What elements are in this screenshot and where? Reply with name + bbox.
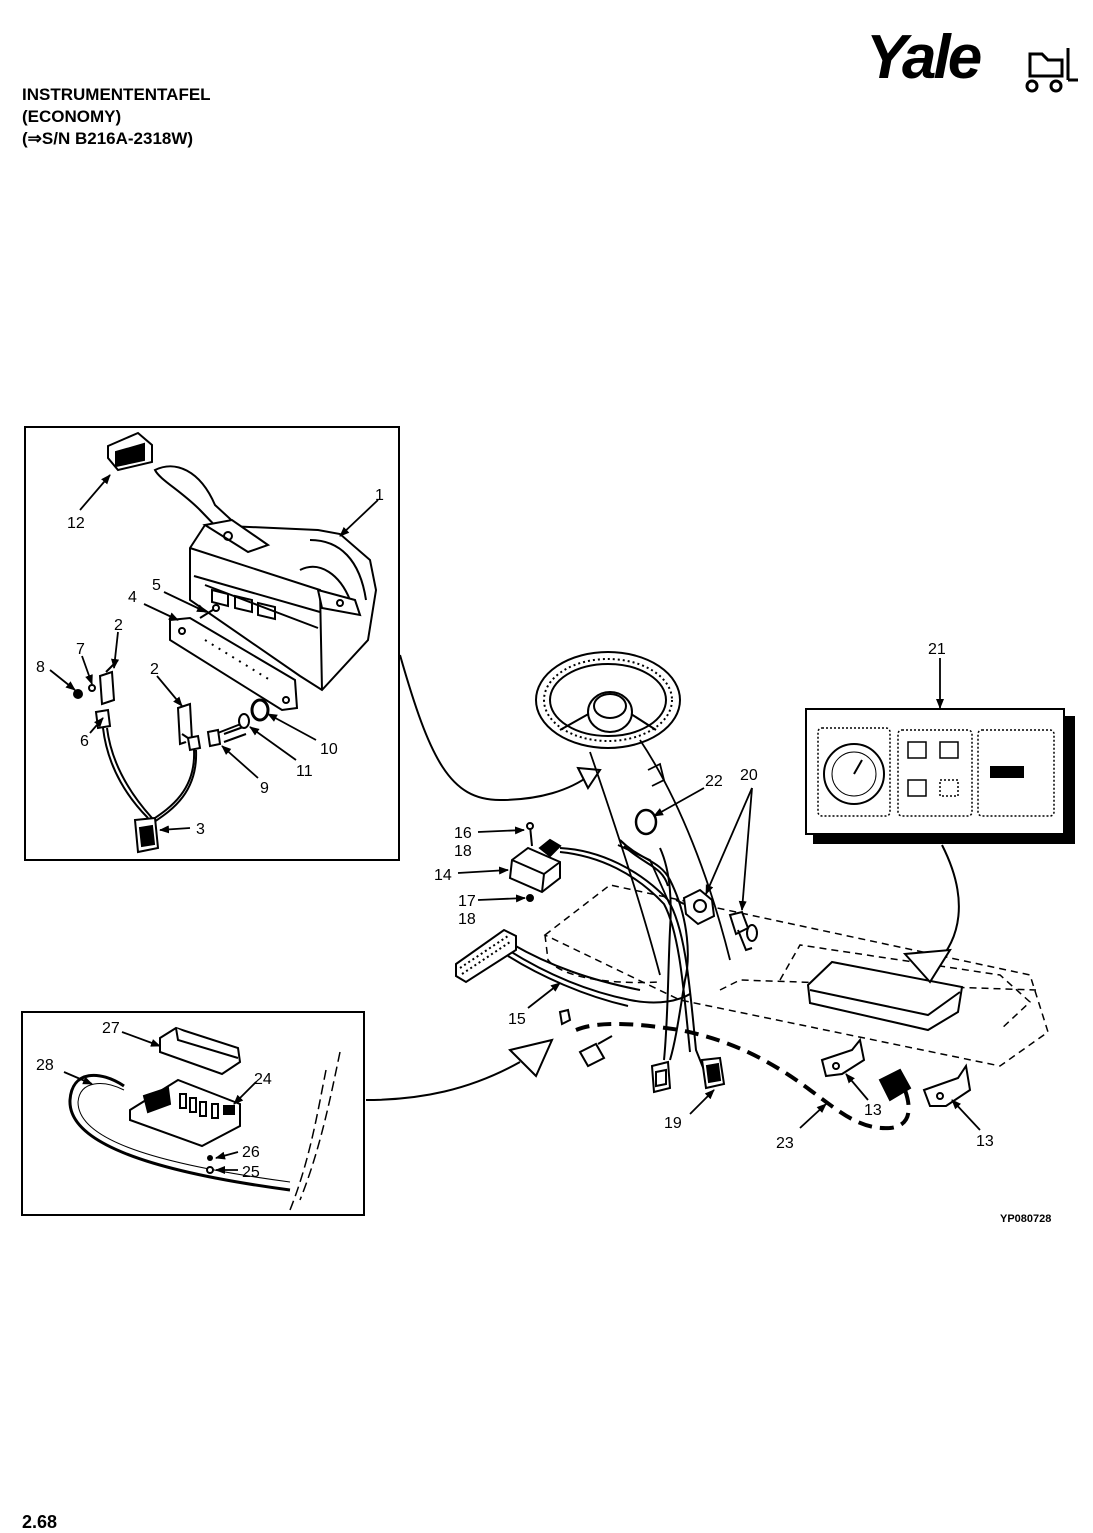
washer-26	[207, 1155, 213, 1161]
controller-cable	[68, 1073, 291, 1192]
leader-lines-main	[63, 658, 981, 1174]
yale-logo-text: Yale	[866, 23, 982, 92]
callout-arrowhead-lower-inset	[508, 1038, 554, 1078]
callout-12: 12	[67, 515, 85, 532]
display-module	[806, 960, 964, 1032]
callout-22: 22	[705, 773, 723, 790]
harness-connector-block-15	[455, 928, 517, 984]
main-wiring-harness	[507, 839, 707, 1076]
callout-13-left: 13	[864, 1102, 882, 1119]
callout-23: 23	[776, 1135, 794, 1152]
cover-switch	[107, 431, 153, 472]
screw-25	[206, 1166, 214, 1174]
wire-bundle-dashed	[289, 1051, 341, 1211]
callout-10: 10	[320, 741, 338, 758]
callout-24: 24	[254, 1071, 272, 1088]
callout-9: 9	[260, 780, 269, 797]
detail-inset-box-control-valve	[24, 426, 400, 861]
callout-arrow-upper-inset	[399, 654, 591, 802]
callout-18-bottom: 18	[458, 911, 476, 928]
bracket-13-right	[922, 1063, 972, 1107]
callout-19: 19	[664, 1115, 682, 1132]
nut-8	[73, 689, 83, 699]
microswitch-left	[98, 659, 119, 706]
figure-code: YP080728	[1000, 1213, 1052, 1225]
connector-19-left	[650, 1060, 672, 1094]
callout-20: 20	[740, 767, 758, 784]
page-number: 2.68	[22, 1512, 58, 1532]
cowl-outline-dashed	[543, 884, 1049, 1067]
mounting-plate	[169, 616, 299, 712]
callout-27: 27	[102, 1020, 120, 1037]
detail-inset-box-controller	[21, 1011, 365, 1216]
callout-arrow-instrument-panel	[934, 844, 960, 966]
control-lever-assembly	[153, 465, 378, 692]
callout-15: 15	[508, 1011, 526, 1028]
grommet-22	[634, 808, 658, 836]
callout-17: 17	[458, 893, 476, 910]
washer-11	[238, 713, 250, 729]
instrument-panel-inset	[805, 708, 1075, 844]
callout-26: 26	[242, 1144, 260, 1161]
controller-board	[129, 1026, 242, 1148]
callout-11: 11	[296, 763, 313, 780]
callout-6: 6	[80, 733, 89, 750]
callout-7: 7	[76, 641, 85, 658]
yale-logo: Yale	[866, 22, 1078, 102]
callout-2-right: 2	[150, 661, 159, 678]
title-line-1: INSTRUMENTENTAFEL	[22, 85, 211, 104]
small-connector-pair	[558, 1008, 613, 1068]
washer-10	[250, 698, 270, 722]
callout-5: 5	[152, 577, 161, 594]
key-icon	[728, 910, 758, 952]
callout-arrowhead-upper-inset	[576, 766, 602, 790]
leader-lines-upper-inset	[49, 474, 379, 834]
callout-18-top: 18	[454, 843, 472, 860]
callout-25: 25	[242, 1164, 260, 1181]
dashed-harness-23	[575, 1021, 911, 1131]
title-line-2: (ECONOMY)	[22, 107, 122, 126]
controller-cable-inner	[77, 1083, 291, 1183]
callout-3: 3	[196, 821, 205, 838]
callout-4: 4	[128, 589, 137, 606]
callout-13-right: 13	[976, 1133, 994, 1150]
bracket-13-left	[820, 1037, 866, 1078]
title-line-3: (⇒S/N B216A-2318W)	[22, 129, 194, 148]
callout-arrowhead-instrument-panel	[902, 948, 952, 984]
callout-16: 16	[454, 825, 472, 842]
callout-2-top: 2	[114, 617, 123, 634]
callout-1: 1	[375, 487, 384, 504]
callout-28: 28	[36, 1057, 54, 1074]
washer-7	[88, 684, 96, 692]
ignition-switch	[675, 888, 716, 926]
flasher-module	[508, 822, 561, 902]
callout-14: 14	[434, 867, 452, 884]
bolt-5	[199, 604, 220, 619]
wiring-harness-3	[94, 708, 202, 854]
callout-labels: 12 1 5 4 2 7 8 2 6 10 11 9 3 21 22 20 16…	[36, 487, 994, 1181]
plug-connector	[878, 1068, 912, 1102]
relay-connector	[538, 838, 562, 858]
page-title: INSTRUMENTENTAFEL (ECONOMY) (⇒S/N B216A-…	[22, 84, 211, 150]
callout-21: 21	[928, 641, 946, 658]
callout-arrow-lower-inset	[365, 1061, 521, 1101]
callout-8: 8	[36, 659, 45, 676]
forklift-logo-icon	[1025, 48, 1078, 93]
connector-19-right	[700, 1056, 726, 1090]
bolt-9	[206, 721, 247, 748]
steering-wheel	[535, 651, 681, 749]
